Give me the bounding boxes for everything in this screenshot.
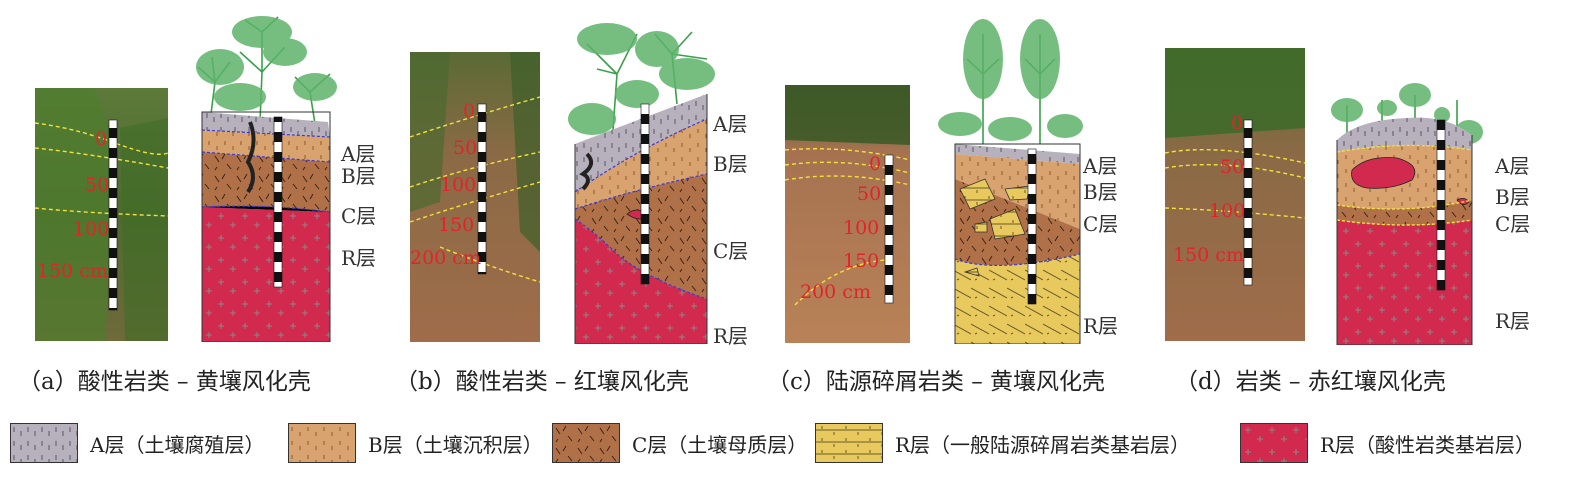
depth-label: 50 (1220, 156, 1245, 178)
panel-a: 0 50 100 150 cm (0, 0, 395, 395)
depth-label: 0 (463, 100, 476, 122)
layer-label-c: C层 (713, 239, 749, 263)
legend-swatch-a (10, 423, 78, 463)
legend-label: B层（土壤沉积层） (368, 432, 543, 457)
depth-label: 200 cm (410, 247, 481, 269)
depth-label: 200 cm (800, 281, 871, 303)
depth-label: 100 (73, 218, 110, 240)
legend-swatch-b (288, 423, 356, 463)
layer-label-c: C层 (1083, 212, 1119, 236)
depth-label: 100 (1209, 200, 1246, 222)
layer-label-b: B层 (1083, 180, 1118, 204)
depth-label: 50 (857, 183, 882, 205)
soil-photo-b: 0 50 100 150 200 cm (410, 52, 540, 342)
depth-label: 100 (843, 217, 880, 239)
layer-label-r: R层 (341, 246, 377, 270)
panel-caption: （a）酸性岩类 – 黄壤风化壳 (18, 369, 311, 395)
layer-label-c: C层 (1495, 212, 1531, 236)
depth-label: 50 (85, 174, 110, 196)
layer-label-a: A层 (713, 112, 748, 136)
legend-label: A层（土壤腐殖层） (90, 432, 265, 457)
layer-label-b: B层 (713, 152, 748, 176)
depth-label: 0 (1231, 112, 1244, 134)
legend-item-c: C层（土壤母质层） (552, 420, 807, 466)
depth-label: 150 (843, 250, 880, 272)
panel-d: 0 50 100 150 cm (1165, 0, 1593, 395)
layer-label-r: R层 (1495, 309, 1531, 333)
soil-photo-d: 0 50 100 150 cm (1165, 48, 1305, 341)
panel-caption: （b）酸性岩类 – 红壤风化壳 (395, 369, 689, 395)
soil-photo-a: 0 50 100 150 cm (35, 88, 168, 341)
soil-photo-c: 0 50 100 150 200 cm (785, 85, 910, 343)
legend-swatch-c (552, 423, 620, 463)
layer-label-a: A层 (1495, 154, 1530, 178)
depth-label: 100 (440, 174, 477, 196)
layer-label-b: B层 (1495, 185, 1530, 209)
layer-label-a: A层 (1083, 154, 1118, 178)
layer-label-a: A层 (341, 142, 376, 166)
layer-label-c: C层 (341, 204, 377, 228)
layer-label-b: B层 (341, 164, 376, 188)
panel-c: 0 50 100 150 200 cm (767, 0, 1165, 395)
depth-label: 0 (95, 128, 108, 150)
legend-label: C层（土壤母质层） (632, 432, 808, 457)
legend-item-b: B层（土壤沉积层） (288, 420, 543, 466)
panel-b: 0 50 100 150 200 cm (395, 0, 775, 395)
depth-label: 0 (869, 153, 882, 175)
legend-swatch-r-acidic (1240, 423, 1308, 463)
panel-caption: （d）岩类 – 赤红壤风化壳 (1175, 369, 1446, 395)
legend: A层（土壤腐殖层） B层（土壤沉积层） C层（土壤母质层） R层（一般陆源碎屑岩… (0, 420, 1593, 470)
legend-item-r-acidic: R层（酸性岩类基岩层） (1240, 420, 1535, 466)
legend-item-a: A层（土壤腐殖层） (10, 420, 264, 466)
layer-label-r: R层 (1083, 314, 1119, 338)
legend-label: R层（酸性岩类基岩层） (1320, 432, 1536, 457)
depth-label: 150 (438, 214, 475, 236)
depth-label: 150 cm (37, 260, 108, 282)
legend-label: R层（一般陆源碎屑岩类基岩层） (895, 432, 1191, 457)
soil-profile-c (935, 14, 1085, 344)
panel-caption: （c）陆源碎屑岩类 – 黄壤风化壳 (767, 369, 1106, 395)
soil-profile-d (1327, 40, 1487, 345)
legend-item-r-clastic: R层（一般陆源碎屑岩类基岩层） (815, 420, 1190, 466)
depth-label: 150 cm (1173, 244, 1244, 266)
legend-swatch-r-clastic (815, 423, 883, 463)
soil-profile-b (567, 14, 717, 344)
depth-label: 50 (453, 137, 478, 159)
soil-profile-a (190, 12, 340, 342)
layer-label-r: R层 (713, 324, 749, 348)
